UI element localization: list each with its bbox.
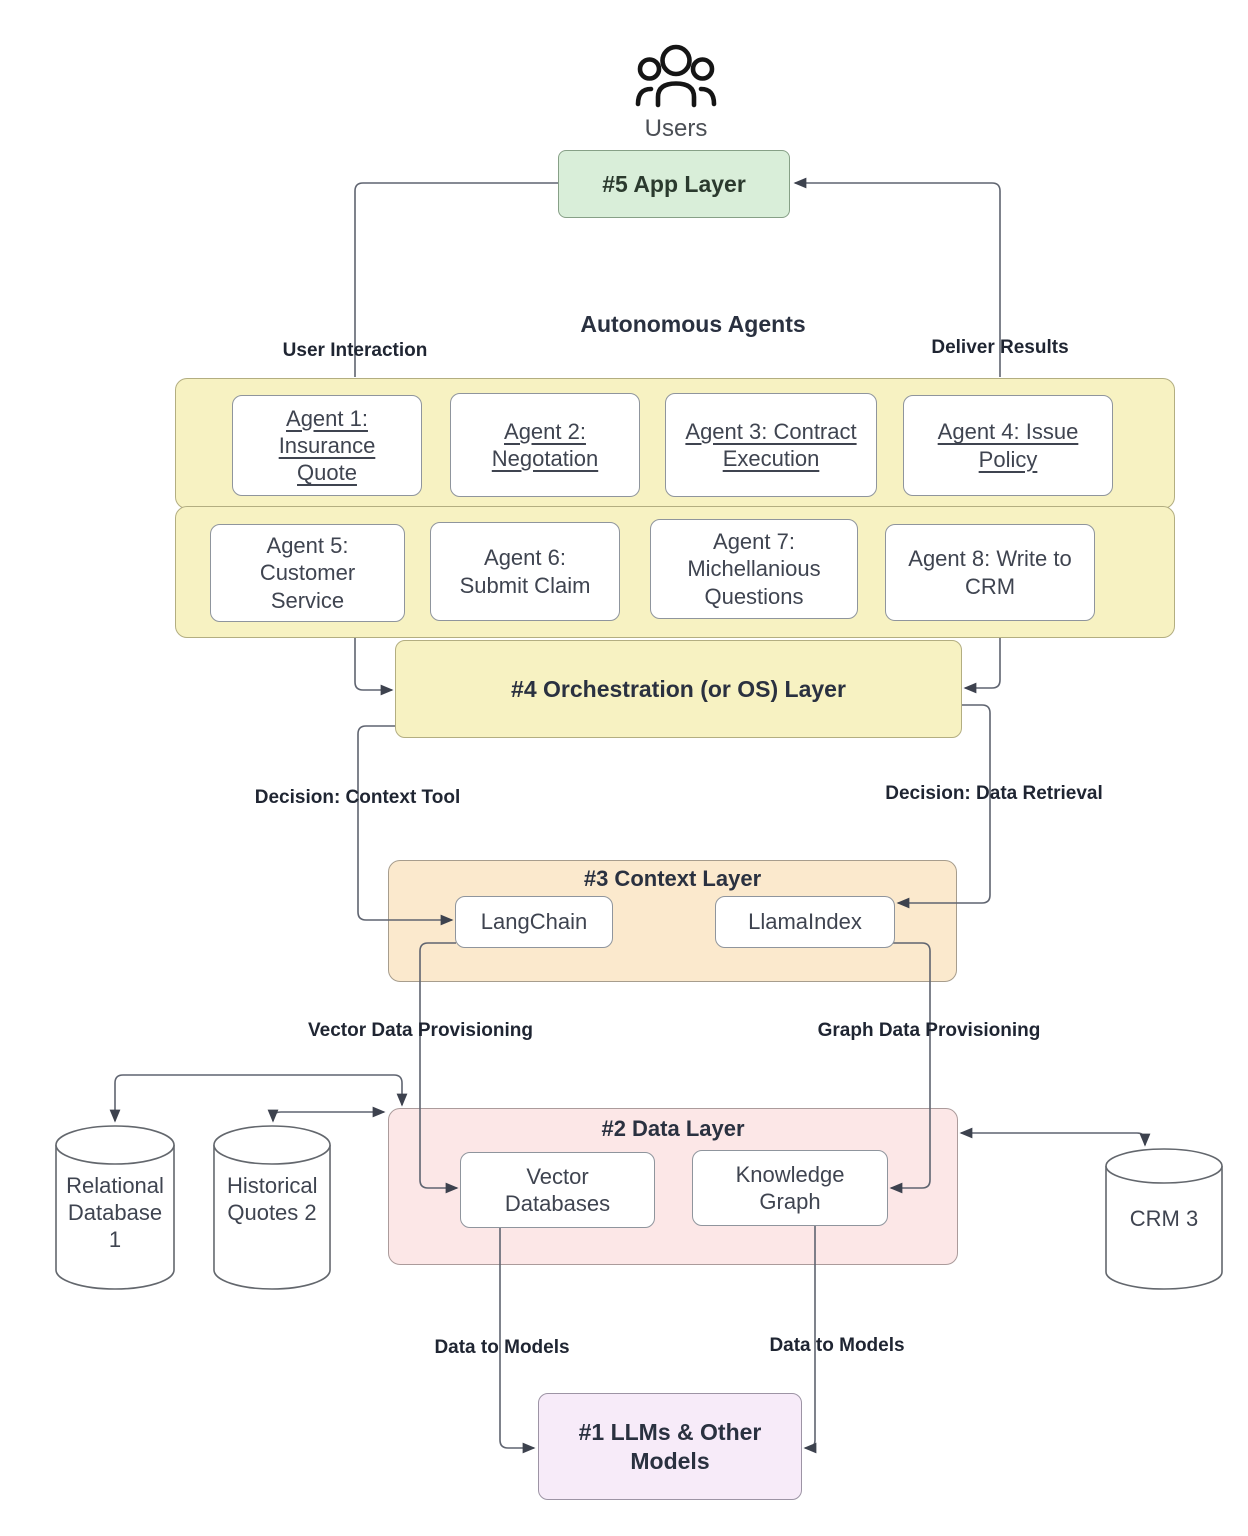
langchain-box: LangChain (455, 896, 613, 948)
agent-3-box: Agent 3: Contract Execution (665, 393, 877, 497)
historical-quotes-cylinder: Historical Quotes 2 (213, 1125, 331, 1290)
agent-2-box: Agent 2: Negotation (450, 393, 640, 497)
orchestration-layer-box: #4 Orchestration (or OS) Layer (395, 640, 962, 738)
agent-6-label: Agent 6: Submit Claim (459, 545, 591, 598)
context-layer-title: #3 Context Layer (583, 866, 762, 891)
agent-7-label: Agent 7: Michellanious Questions (687, 529, 821, 609)
agent-8-box: Agent 8: Write to CRM (885, 524, 1095, 621)
app-layer-box: #5 App Layer (558, 150, 790, 218)
agent-6-box: Agent 6: Submit Claim (430, 522, 620, 621)
edge-relational-db-link (109, 1074, 408, 1123)
edge-label-decision-data-retrieval: Decision: Data Retrieval (885, 783, 1103, 804)
edge-label-data-to-models-left: Data to Models (434, 1337, 570, 1358)
relational-database-cylinder: Relational Database 1 (55, 1125, 175, 1290)
historical-quotes-label: Historical Quotes 2 (227, 1173, 318, 1225)
crm-label: CRM 3 (1129, 1206, 1199, 1231)
agent-1-box: Agent 1: Insurance Quote (232, 395, 422, 496)
orchestration-layer-title: #4 Orchestration (or OS) Layer (511, 675, 846, 702)
users-icon (635, 44, 717, 108)
edge-label-deliver-results: Deliver Results (931, 337, 1069, 358)
crm-cylinder: CRM 3 (1105, 1148, 1223, 1290)
agent-1-label: Agent 1: Insurance Quote (278, 405, 376, 486)
vector-databases-label: Vector Databases (504, 1163, 611, 1216)
agents-section-title: Autonomous Agents (580, 311, 806, 337)
edge-agents-to-orchestration-right (963, 638, 1001, 694)
llamaindex-box: LlamaIndex (715, 896, 895, 948)
edge-agents-to-orchestration-left (354, 638, 394, 696)
cylinder-shape (55, 1125, 175, 1290)
langchain-label: LangChain (480, 909, 588, 935)
app-layer-title: #5 App Layer (602, 170, 746, 197)
relational-database-label: Relational Database 1 (66, 1173, 164, 1252)
edge-label-data-to-models-right: Data to Models (769, 1335, 905, 1356)
agent-3-label: Agent 3: Contract Execution (685, 418, 857, 471)
agent-8-label: Agent 8: Write to CRM (908, 546, 1072, 599)
agent-7-box: Agent 7: Michellanious Questions (650, 519, 858, 619)
agent-5-box: Agent 5: Customer Service (210, 524, 405, 622)
agent-5-label: Agent 5: Customer Service (259, 533, 356, 613)
llamaindex-label: LlamaIndex (748, 909, 862, 935)
users-group: Users (616, 44, 736, 143)
llm-layer-box: #1 LLMs & Other Models (538, 1393, 802, 1500)
agent-4-box: Agent 4: Issue Policy (903, 395, 1113, 496)
edge-crm-link (959, 1127, 1151, 1147)
data-layer-title: #2 Data Layer (601, 1116, 745, 1141)
users-label: Users (644, 115, 708, 142)
knowledge-graph-label: Knowledge Graph (735, 1161, 845, 1214)
cylinder-shape (1105, 1148, 1223, 1290)
edge-label-vector-data-provisioning: Vector Data Provisioning (308, 1020, 533, 1041)
edge-label-decision-context-tool: Decision: Context Tool (254, 787, 461, 808)
vector-databases-box: Vector Databases (460, 1152, 655, 1228)
cylinder-shape (213, 1125, 331, 1290)
agent-4-label: Agent 4: Issue Policy (937, 419, 1079, 472)
edge-label-user-interaction: User Interaction (282, 340, 428, 361)
knowledge-graph-box: Knowledge Graph (692, 1150, 888, 1226)
edge-label-graph-data-provisioning: Graph Data Provisioning (817, 1020, 1041, 1041)
edge-historical-quotes-link (267, 1106, 386, 1123)
agent-2-label: Agent 2: Negotation (491, 418, 599, 471)
llm-layer-title: #1 LLMs & Other Models (578, 1418, 762, 1474)
